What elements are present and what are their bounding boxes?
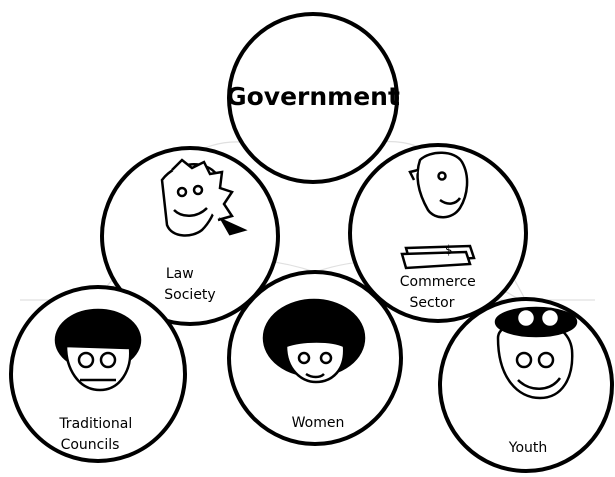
commerce-sector-label: Commerce Sector — [400, 274, 480, 311]
node-government: Government — [226, 12, 400, 184]
dollar-sign: $ — [445, 243, 453, 257]
face-with-money-icon: $ — [400, 151, 476, 270]
youth-label: Youth — [508, 440, 548, 456]
law-society-label: Law Society — [164, 266, 215, 303]
woman-face-icon — [262, 298, 366, 384]
commerce-sector-circle — [348, 143, 528, 323]
node-law-society: Law Society — [100, 146, 280, 326]
traditional-councils-label: Traditional Councils — [58, 416, 136, 453]
node-women: Women — [227, 270, 403, 446]
node-youth: Youth — [438, 297, 614, 473]
node-traditional-councils: Traditional Councils — [9, 285, 187, 463]
government-label: Government — [226, 82, 400, 111]
government-circle — [227, 12, 399, 184]
women-label: Women — [292, 415, 345, 431]
face-with-headdress-icon — [160, 158, 248, 237]
face-with-goggles-icon — [494, 306, 578, 400]
face-with-afro-icon — [54, 308, 142, 392]
node-commerce-sector: $ Commerce Sector — [348, 143, 528, 323]
